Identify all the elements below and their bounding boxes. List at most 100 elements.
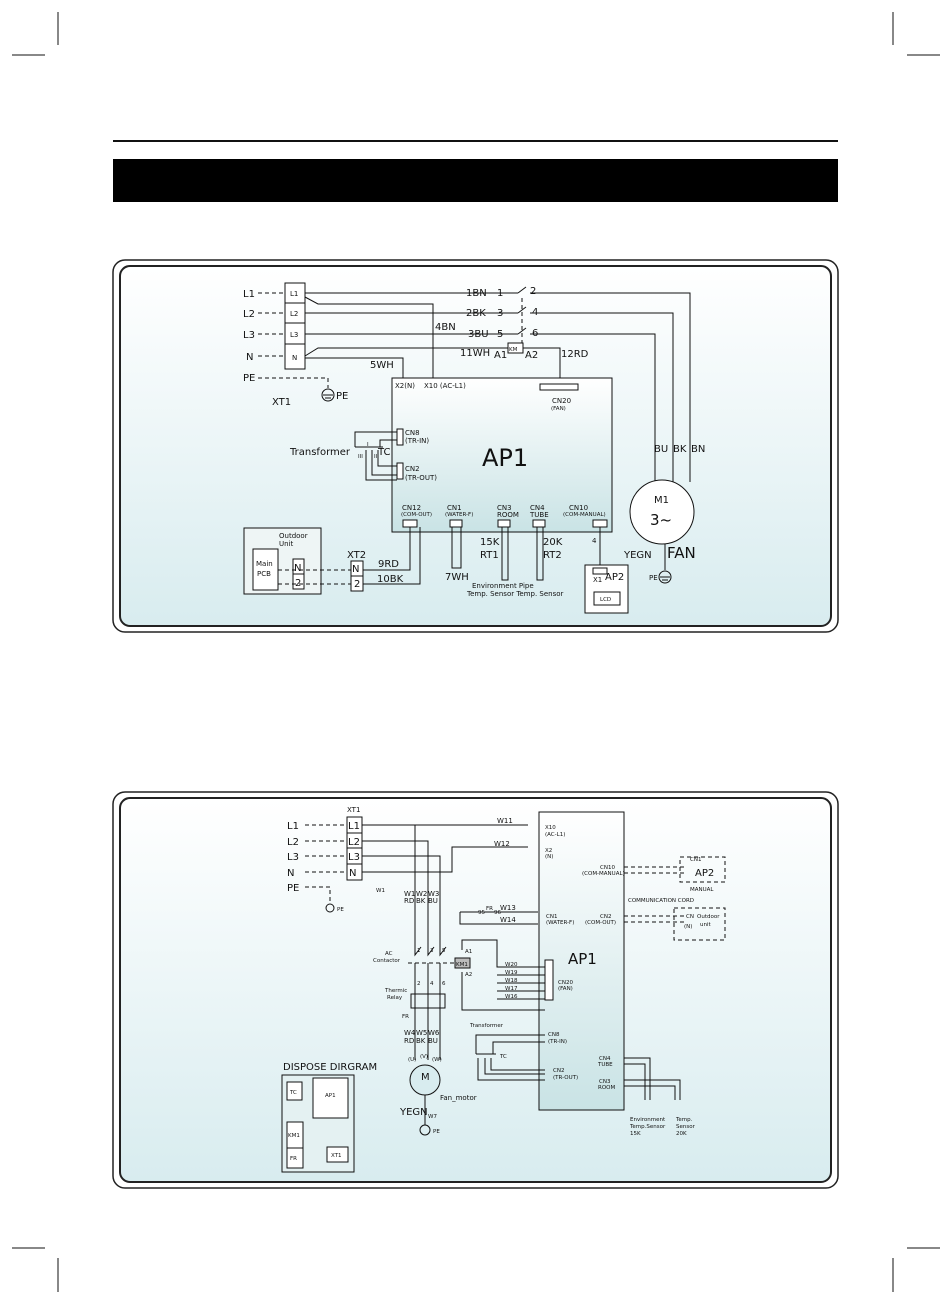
label-w17: W17 xyxy=(505,986,518,992)
label-cn4s: TUBE xyxy=(597,1062,613,1068)
label-thermic: Thermic xyxy=(384,988,407,994)
label-unit: Unit xyxy=(279,540,294,548)
label-x2: 2 xyxy=(354,579,360,590)
label-manual: MANUAL xyxy=(690,887,714,893)
label-w19: W19 xyxy=(505,970,518,976)
label-outdoor: Outdoor xyxy=(279,532,308,540)
label-ac: AC xyxy=(385,951,393,957)
label-w13: W13 xyxy=(500,904,516,912)
label-peg: PE xyxy=(337,907,344,913)
label-cn8s: (TR-IN) xyxy=(548,1039,567,1045)
label-fan: FAN xyxy=(667,544,696,562)
label-cn12: CN12 xyxy=(402,504,421,512)
label-w3: W3 xyxy=(428,890,439,898)
label-x10s: (AC-L1) xyxy=(545,832,565,838)
label-w14: W14 xyxy=(500,916,516,924)
dispose-diagram: DISPOSE DIRGRAM TC AP1 KM1 FR XT1 xyxy=(281,1062,377,1173)
label-cn2s: (TR-OUT) xyxy=(553,1075,578,1081)
label-env2: Temp. Sensor Temp. Sensor xyxy=(466,590,564,598)
label-dfr: FR xyxy=(290,1156,297,1162)
label-l1: L1 xyxy=(348,821,360,832)
label-ap1: AP1 xyxy=(482,444,528,472)
label-odu1: Outdoor xyxy=(697,914,720,920)
label-bk: BK xyxy=(416,897,426,905)
label-l3: L3 xyxy=(287,852,299,863)
label-bu2: BU xyxy=(428,1037,438,1045)
label-w4: W4 xyxy=(404,1029,416,1037)
label-c3: 3 xyxy=(430,948,434,954)
label-cn8s: (TR-IN) xyxy=(405,437,429,445)
ground-icon xyxy=(321,388,335,402)
label-a1: A1 xyxy=(494,350,507,361)
label-ts3: 20K xyxy=(676,1131,687,1137)
label-l2: L2 xyxy=(287,837,299,848)
label-pe: PE xyxy=(243,373,255,384)
label-m: M xyxy=(421,1072,430,1083)
label-cn3s: ROOM xyxy=(598,1085,615,1091)
label-cn1s: (WATER-F) xyxy=(546,920,574,926)
label-frl: FR xyxy=(402,1014,409,1020)
label-pe2: PE xyxy=(433,1129,440,1135)
label-a2: A2 xyxy=(525,350,538,361)
label-odus: (N) xyxy=(684,924,692,930)
label-w1: W1 xyxy=(404,890,415,898)
label-dispose: DISPOSE DIRGRAM xyxy=(283,1062,377,1073)
label-ts2: Sensor xyxy=(676,1124,696,1130)
label-dtc: TC xyxy=(289,1090,297,1096)
label-fr: FR xyxy=(486,906,493,912)
label-ap1: AP1 xyxy=(568,950,597,968)
label-km: KM xyxy=(509,347,518,353)
label-cn3: CN3 xyxy=(497,504,512,512)
label-w7: W7 xyxy=(428,1114,437,1120)
label-l2: L2 xyxy=(348,837,360,848)
label-w1: W1 xyxy=(376,888,385,894)
label-w11wh: 11WH xyxy=(460,348,490,359)
label-cn12s: (COM-OUT) xyxy=(401,512,432,518)
label-comm: COMMUNICATION CORD xyxy=(628,898,694,904)
label-x10: X10 (AC-L1) xyxy=(424,382,466,390)
label-cn4: CN4 xyxy=(530,504,545,512)
label-cn1s: (WATER-F) xyxy=(445,512,473,518)
label-env1: Environment Pipe xyxy=(472,582,534,590)
label-w5wh: 5WH xyxy=(370,360,394,371)
label-oducn: CN xyxy=(686,914,694,920)
label-m3: 3~ xyxy=(650,511,672,529)
label-bk2: BK xyxy=(416,1037,426,1045)
label-n: N xyxy=(287,868,294,879)
fan-motor-m1: M13~ xyxy=(629,479,695,584)
label-w7wh: 7WH xyxy=(445,572,469,583)
label-n: N xyxy=(292,354,297,362)
label-dap1: AP1 xyxy=(325,1093,336,1099)
label-n4: 4 xyxy=(532,307,538,318)
contactor-coil-km xyxy=(507,342,524,354)
label-tc: TC xyxy=(377,447,391,458)
label-c5: 5 xyxy=(442,948,446,954)
ap1-board: X10(AC-L1) X2(N) AP1 CN10(COM-MANUAL) CN… xyxy=(538,811,625,1111)
label-l3: L3 xyxy=(243,330,255,341)
label-x2s: (N) xyxy=(545,854,553,860)
label-w6: W6 xyxy=(428,1029,440,1037)
label-w10bk: 10BK xyxy=(377,574,404,585)
label-ap2: AP2 xyxy=(695,868,714,879)
label-env2: Temp.Sensor xyxy=(629,1124,666,1130)
label-env1: Environment xyxy=(630,1117,666,1123)
label-x2: X2 xyxy=(545,848,552,854)
label-w18: W18 xyxy=(505,978,518,984)
label-w2bk: 2BK xyxy=(466,308,486,319)
label-cn2bs: (COM-OUT) xyxy=(585,920,616,926)
label-n1: 1 xyxy=(497,288,503,299)
label-w20: W20 xyxy=(505,962,518,968)
label-km1: KM1 xyxy=(456,962,468,968)
label-fr96: 96 xyxy=(494,910,501,916)
label-peg: PE xyxy=(336,391,348,402)
label-pe2: PE xyxy=(649,574,658,582)
label-wp: (W) xyxy=(432,1057,442,1063)
label-env3: 15K xyxy=(630,1131,641,1137)
label-w16: W16 xyxy=(505,994,518,1000)
crop-marks xyxy=(12,12,940,1292)
label-l1: L1 xyxy=(287,821,299,832)
label-c2: 2 xyxy=(417,981,421,987)
label-ti: I xyxy=(367,442,369,448)
